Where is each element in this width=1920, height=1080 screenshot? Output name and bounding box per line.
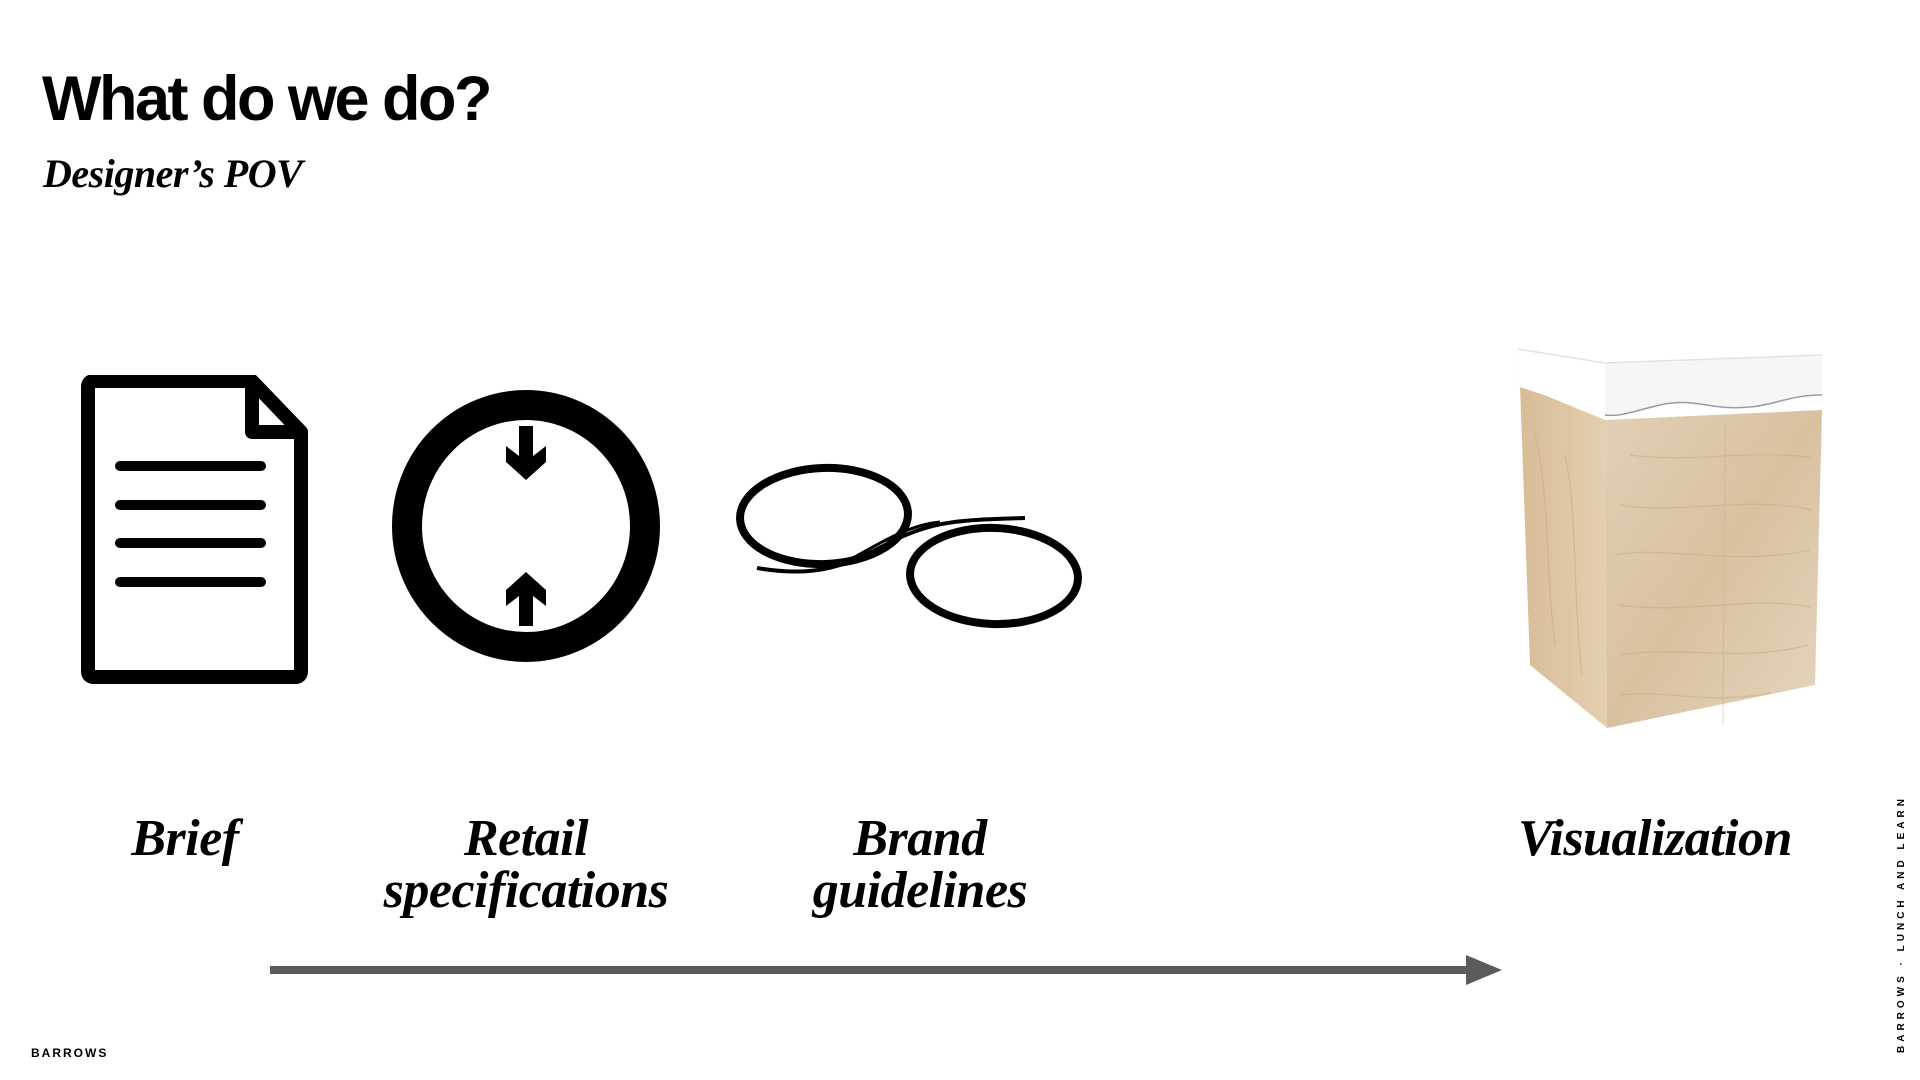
step-label-line2: specifications bbox=[383, 862, 669, 919]
step-label-brand-guidelines: Brand guidelines bbox=[780, 813, 1060, 917]
step-label-line1: Retail bbox=[463, 810, 589, 867]
step-label-retail-specifications: Retail specifications bbox=[370, 813, 682, 917]
step-label-line2: guidelines bbox=[812, 862, 1028, 919]
wood-display-render bbox=[1517, 348, 1823, 728]
brand-logo: BARROWS bbox=[31, 1046, 109, 1060]
slide-subtitle: Designer’s POV bbox=[43, 151, 303, 196]
side-footer-text: BARROWS · LUNCH AND LEARN bbox=[1896, 795, 1907, 1053]
step-label-brief: Brief bbox=[100, 813, 270, 865]
measure-icon bbox=[392, 390, 660, 662]
step-label-visualization: Visualization bbox=[1475, 813, 1835, 865]
step-label-line1: Brand bbox=[853, 810, 987, 867]
brand-swirl-icon bbox=[736, 463, 1082, 629]
process-arrow bbox=[270, 955, 1502, 985]
document-icon bbox=[81, 375, 308, 684]
slide-title: What do we do? bbox=[42, 64, 492, 134]
step-label-line1: Brief bbox=[131, 810, 239, 867]
step-label-line1: Visualization bbox=[1518, 810, 1792, 867]
